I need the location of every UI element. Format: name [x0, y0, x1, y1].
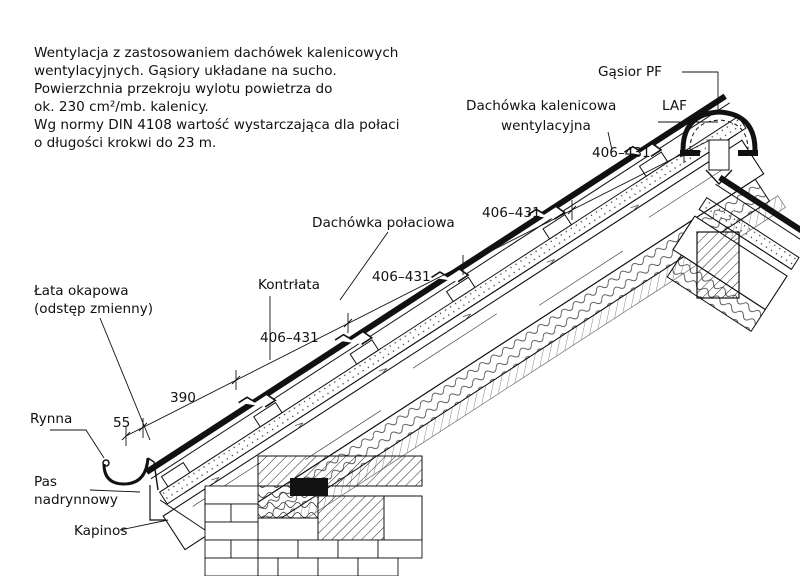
- dim-55: 55: [113, 415, 130, 431]
- label-laf: LAF: [662, 98, 688, 114]
- label-gasior: Gąsior PF: [598, 64, 662, 80]
- roof-tiles: [144, 93, 730, 480]
- description-line: o długości krokwi do 23 m.: [34, 135, 217, 151]
- counter-batten: [158, 115, 747, 505]
- label-lata-okapowa: Łata okapowa: [34, 283, 129, 299]
- label-dachowka-kalenicowa: Dachówka kalenicowa: [466, 98, 617, 114]
- dim-spacing-2: 406–431: [372, 269, 431, 285]
- description-line: Wg normy DIN 4108 wartość wystarczająca …: [34, 117, 400, 133]
- dimension-lines: [121, 121, 718, 446]
- leader-lines: [50, 71, 719, 531]
- label-nadrynnowy: nadrynnowy: [34, 492, 118, 508]
- ridge-cap: [680, 109, 758, 185]
- label-dachowka-polaciowa: Dachówka połaciowa: [312, 215, 455, 231]
- label-kapinos: Kapinos: [74, 523, 128, 539]
- gutter: [102, 457, 159, 491]
- brick-wall: [204, 485, 423, 577]
- roof-layers: [144, 93, 787, 551]
- label-odstep-zmienny: (odstęp zmienny): [34, 301, 154, 317]
- dim-spacing-1: 406–431: [260, 330, 319, 346]
- description-line: Wentylacja z zastosowaniem dachówek kale…: [34, 45, 399, 61]
- description-line: Powierzchnia przekroju wylotu powietrza …: [34, 81, 333, 97]
- label-wentylacyjna: wentylacyjna: [501, 118, 591, 134]
- tile-battens: [160, 151, 669, 488]
- label-kontrlata: Kontrłata: [258, 277, 320, 293]
- label-rynna: Rynna: [30, 411, 73, 427]
- ridge-beam: [696, 231, 740, 299]
- dim-spacing-3: 406–431: [482, 205, 541, 221]
- dim-390: 390: [170, 390, 196, 406]
- description: Wentylacja z zastosowaniem dachówek kale…: [34, 44, 434, 152]
- label-pas: Pas: [34, 474, 57, 490]
- description-line: wentylacyjnych. Gąsiory układane na such…: [34, 63, 337, 79]
- dim-spacing-4: 406–431: [592, 145, 651, 161]
- description-line: ok. 230 cm²/mb. kalenicy.: [34, 99, 209, 115]
- wall-eave: [149, 455, 423, 577]
